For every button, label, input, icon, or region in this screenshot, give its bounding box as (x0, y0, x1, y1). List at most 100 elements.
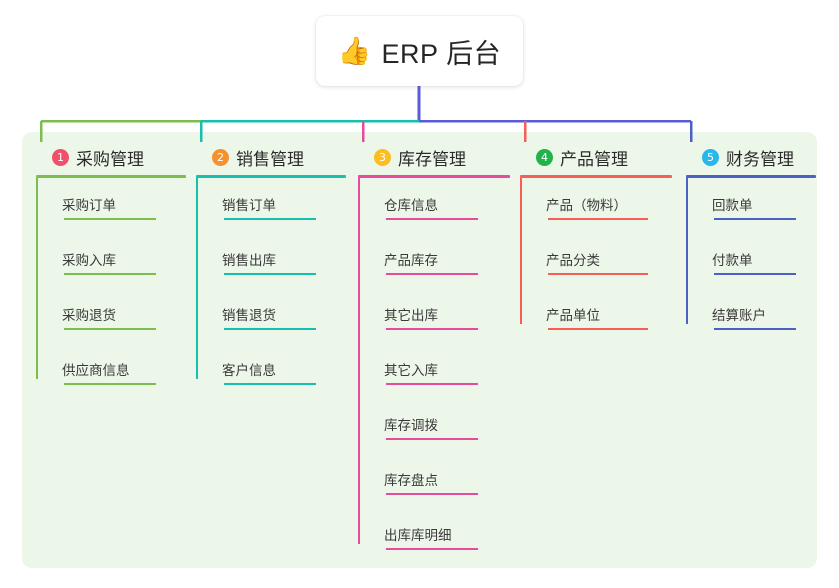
branch-item[interactable]: 产品单位 (520, 288, 672, 343)
branch-column-4: 4 产品管理产品（物料） 产品分类产品单位 (520, 145, 672, 343)
branch-item-underline (224, 383, 316, 385)
branch-item-underline (386, 438, 478, 440)
branch-header-3[interactable]: 3 库存管理 (358, 145, 510, 169)
branch-item[interactable]: 付款单 (686, 233, 816, 288)
branch-item-label: 销售出库 (222, 253, 276, 268)
branch-column-1: 1 采购管理采购订单采购入库采购退货供应商信息 (36, 145, 186, 398)
branches-panel (22, 132, 817, 568)
branch-item-underline (714, 218, 796, 220)
branch-item-label: 销售订单 (222, 198, 276, 213)
branch-item-label: 客户信息 (222, 363, 276, 378)
branch-item-underline (386, 218, 478, 220)
branch-item[interactable]: 销售订单 (196, 178, 346, 233)
branch-item-underline (386, 548, 478, 550)
branch-item[interactable]: 回款单 (686, 178, 816, 233)
branch-title: 财务管理 (726, 149, 794, 169)
branch-items: 产品（物料） 产品分类产品单位 (520, 178, 672, 343)
branch-number-badge: 1 (52, 148, 69, 166)
branch-item[interactable]: 出库库明细 (358, 508, 510, 563)
branch-item-underline (64, 273, 156, 275)
branch-item[interactable]: 产品（物料） (520, 178, 672, 233)
branch-number-badge: 4 (536, 148, 553, 166)
branch-header-4[interactable]: 4 产品管理 (520, 145, 672, 169)
branch-title: 库存管理 (398, 149, 466, 169)
branch-item-label: 其它出库 (384, 308, 438, 323)
branch-item-label: 其它入库 (384, 363, 438, 378)
branch-number-badge: 5 (702, 148, 719, 166)
branch-item[interactable]: 仓库信息 (358, 178, 510, 233)
branch-item-underline (386, 383, 478, 385)
branch-item-underline (548, 328, 648, 330)
branch-spine (520, 178, 522, 324)
branch-number-badge: 2 (212, 148, 229, 166)
branch-item[interactable]: 其它入库 (358, 343, 510, 398)
branch-item-underline (386, 328, 478, 330)
branch-item-label: 回款单 (712, 198, 753, 213)
branch-item-label: 采购订单 (62, 198, 116, 213)
branch-item-label: 产品单位 (546, 308, 600, 323)
branch-column-3: 3 库存管理仓库信息产品库存其它出库其它入库库存调拨库存盘点出库库明细 (358, 145, 510, 563)
branch-item[interactable]: 采购退货 (36, 288, 186, 343)
branch-header-underline (358, 175, 510, 178)
branch-item-underline (548, 218, 648, 220)
branch-title: 采购管理 (76, 149, 144, 169)
branch-item-underline (548, 273, 648, 275)
branch-item[interactable]: 其它出库 (358, 288, 510, 343)
branch-spine (686, 178, 688, 324)
branch-item-label: 采购退货 (62, 308, 116, 323)
branch-item-underline (386, 273, 478, 275)
branch-item-label: 供应商信息 (62, 363, 130, 378)
branch-spine (196, 178, 198, 379)
branch-item-label: 产品库存 (384, 253, 438, 268)
branch-item[interactable]: 结算账户 (686, 288, 816, 343)
branch-item-label: 采购入库 (62, 253, 116, 268)
branch-items: 采购订单采购入库采购退货供应商信息 (36, 178, 186, 398)
branch-item-underline (386, 493, 478, 495)
branch-item[interactable]: 产品分类 (520, 233, 672, 288)
branch-item-underline (714, 328, 796, 330)
branch-header-1[interactable]: 1 采购管理 (36, 145, 186, 169)
branch-header-2[interactable]: 2 销售管理 (196, 145, 346, 169)
branch-item-underline (224, 328, 316, 330)
thumbs-up-emoji: 👍 (337, 35, 372, 66)
branch-item-label: 库存调拨 (384, 418, 438, 433)
branch-item-label: 销售退货 (222, 308, 276, 323)
branch-item-label: 产品分类 (546, 253, 600, 268)
branch-item-label: 出库库明细 (384, 528, 452, 543)
branch-title: 产品管理 (560, 149, 628, 169)
branch-items: 回款单付款单结算账户 (686, 178, 816, 343)
branch-item-label: 仓库信息 (384, 198, 438, 213)
branch-item[interactable]: 库存调拨 (358, 398, 510, 453)
branch-item-label: 产品（物料） (546, 198, 627, 213)
branch-item[interactable]: 采购订单 (36, 178, 186, 233)
branch-header-underline (520, 175, 672, 178)
branch-item[interactable]: 采购入库 (36, 233, 186, 288)
branch-header-underline (686, 175, 816, 178)
branch-item-label: 付款单 (712, 253, 753, 268)
root-node-title: ERP 后台 (381, 38, 502, 69)
branch-number-badge: 3 (374, 148, 391, 166)
branch-spine (358, 178, 360, 544)
branch-item-label: 结算账户 (712, 308, 766, 323)
branch-item[interactable]: 销售退货 (196, 288, 346, 343)
root-node-card[interactable]: 👍 ERP 后台 (316, 16, 523, 86)
branch-item-underline (64, 383, 156, 385)
branch-title: 销售管理 (236, 149, 304, 169)
branch-item[interactable]: 产品库存 (358, 233, 510, 288)
branch-item[interactable]: 客户信息 (196, 343, 346, 398)
branch-spine (36, 178, 38, 379)
branch-header-underline (196, 175, 346, 178)
branch-item[interactable]: 供应商信息 (36, 343, 186, 398)
branch-header-5[interactable]: 5 财务管理 (686, 145, 816, 169)
branch-column-2: 2 销售管理销售订单销售出库销售退货客户信息 (196, 145, 346, 398)
branch-item-underline (224, 273, 316, 275)
branch-item-underline (64, 328, 156, 330)
branch-item-label: 库存盘点 (384, 473, 438, 488)
branch-item-underline (224, 218, 316, 220)
branch-item[interactable]: 销售出库 (196, 233, 346, 288)
branch-items: 仓库信息产品库存其它出库其它入库库存调拨库存盘点出库库明细 (358, 178, 510, 563)
branch-column-5: 5 财务管理回款单付款单结算账户 (686, 145, 816, 343)
branch-item[interactable]: 库存盘点 (358, 453, 510, 508)
branch-item-underline (64, 218, 156, 220)
